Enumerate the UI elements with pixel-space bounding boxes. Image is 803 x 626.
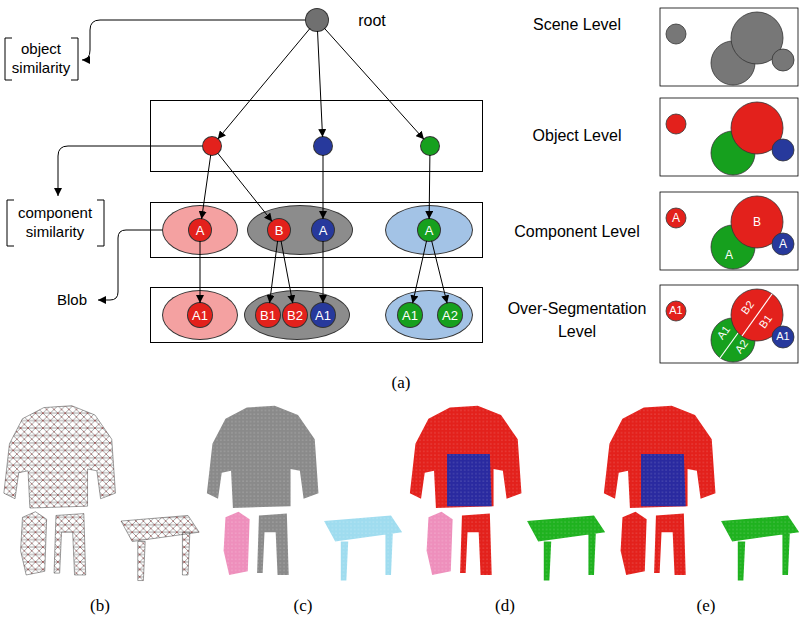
- segment-circle: B2: [283, 303, 307, 327]
- subfigure-label: (c): [294, 595, 313, 616]
- level-panel: [660, 8, 798, 363]
- tree-arrow: [429, 155, 431, 219]
- component-circle: A: [312, 219, 334, 241]
- level-band: Object Level: [150, 100, 483, 172]
- object-circle: [203, 137, 221, 155]
- tree-arrow: [413, 241, 427, 304]
- panel-letter: B2: [738, 299, 757, 318]
- panel-letter: B: [753, 215, 761, 230]
- tree-arrow: [281, 241, 293, 303]
- segment-circle: B1: [256, 303, 280, 327]
- point-cloud: [207, 406, 402, 581]
- node-label: root: [358, 9, 386, 32]
- tree-arrow: [323, 155, 324, 219]
- leader-arrow: [58, 20, 306, 300]
- bracket-label: component similarity: [10, 204, 100, 242]
- segment-letter: A1: [402, 309, 418, 322]
- blob-ellipse: A1 A2: [386, 291, 472, 339]
- subfigure-label: (b): [90, 595, 110, 616]
- segment-letter: B: [275, 224, 284, 237]
- callout-label: Blob: [57, 291, 87, 310]
- tree-arrow: [270, 241, 278, 303]
- level-label: Scene Level: [533, 15, 621, 35]
- mesh-cloud: [4, 406, 199, 581]
- segment-circle: A1: [398, 303, 422, 327]
- segment-letter: B2: [287, 309, 303, 322]
- tree-arrow: [218, 153, 273, 221]
- panel-letter: A: [725, 248, 733, 263]
- panel-letter: A1: [669, 304, 682, 318]
- component-circle: B: [268, 219, 290, 241]
- tree-arrow: [432, 241, 447, 304]
- tree-arrow: [202, 155, 211, 219]
- segment-letter: A: [319, 224, 328, 237]
- level-label: Component Level: [514, 220, 639, 243]
- point-cloud: [410, 406, 605, 581]
- object-circle: [314, 137, 332, 155]
- point-cloud: [604, 406, 799, 581]
- level-label: Object Level: [533, 124, 622, 147]
- blob-ellipse: A: [163, 206, 237, 254]
- panel-letter: A: [672, 211, 680, 226]
- object-circle: [421, 137, 439, 155]
- component-circle: A: [418, 219, 440, 241]
- root-node: root: [306, 9, 328, 31]
- subfigure-label: (d): [495, 595, 515, 616]
- tree-arrow: [324, 28, 424, 139]
- segment-circle: A1: [311, 303, 335, 327]
- blob-ellipse: A: [386, 206, 472, 254]
- tree-arrow: [218, 28, 310, 139]
- tree-arrow: [200, 241, 201, 303]
- segment-letter: B1: [260, 309, 276, 322]
- segment-letter: A1: [315, 309, 331, 322]
- panel-letter: A2: [732, 338, 751, 357]
- subfigure-label: (e): [697, 595, 716, 616]
- segment-letter: A1: [192, 309, 208, 322]
- segment-letter: A2: [442, 309, 458, 322]
- bracket: [5, 38, 104, 246]
- panel-letter: A: [779, 237, 787, 252]
- tree-arrow: [323, 241, 324, 303]
- level-band: Over-Segmentation LevelA1B1B2A1A1A2: [150, 287, 483, 343]
- segment-circle: A2: [438, 303, 462, 327]
- blob-ellipse: BA: [248, 206, 352, 254]
- bracket-label: object similarity: [6, 40, 76, 78]
- panel-letter: A1: [714, 324, 733, 343]
- tree-arrow: [318, 31, 323, 137]
- segment-letter: A: [425, 224, 434, 237]
- panel-letter: B1: [756, 313, 775, 332]
- segment-circle: A1: [188, 303, 212, 327]
- level-band: Component LevelABAA: [150, 202, 483, 258]
- panel-letter: A1: [776, 330, 789, 344]
- subfigure-label: (a): [392, 372, 411, 393]
- blob-ellipse: A1: [163, 291, 237, 339]
- segment-letter: A: [196, 224, 205, 237]
- blob-ellipse: B1 B2 A1: [245, 291, 349, 339]
- component-circle: A: [189, 219, 211, 241]
- level-label: Over-Segmentation Level: [495, 297, 660, 343]
